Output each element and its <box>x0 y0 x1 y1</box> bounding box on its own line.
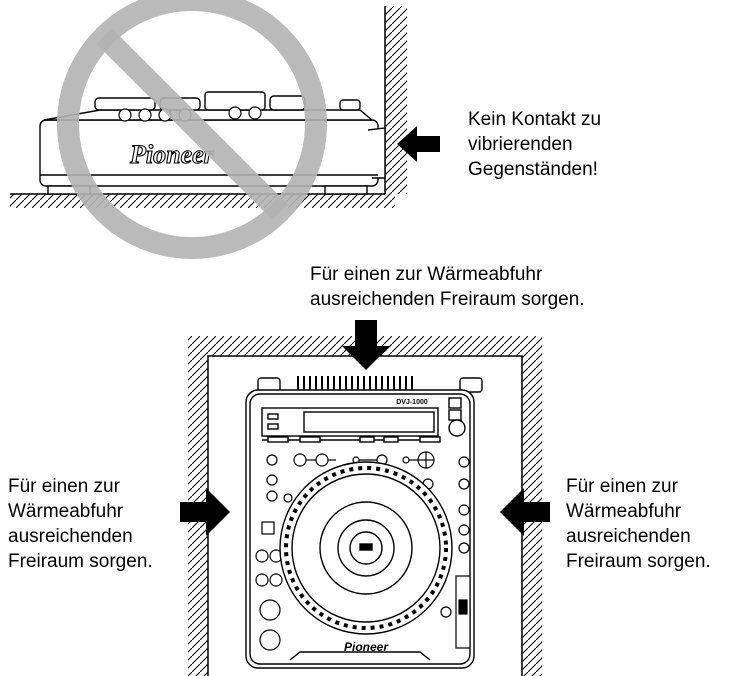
right-heat-arrow-icon <box>500 488 550 536</box>
right-clearance-caption: Für einen zur Wärmeabfuhr ausreichenden … <box>566 474 711 574</box>
contact-caption-line: Gegenständen! <box>468 159 598 180</box>
left-clearance-caption-line: ausreichenden <box>8 526 133 547</box>
top-view-illustration: DVJ-1000 <box>180 320 550 676</box>
wall-hatch <box>385 6 407 194</box>
side-view-illustration: Pioneer <box>10 0 440 259</box>
prohibition-icon <box>57 0 327 259</box>
floor-hatch <box>10 194 395 208</box>
contact-caption: Kein Kontakt zu vibrierenden Gegenstände… <box>468 107 601 182</box>
left-clearance-caption-line: Für einen zur <box>8 476 120 497</box>
left-clearance-caption-line: Freiraum sorgen. <box>8 551 153 572</box>
jog-wheel <box>279 461 453 635</box>
right-clearance-caption-line: Wärmeabfuhr <box>566 501 682 522</box>
right-clearance-caption-line: Für einen zur <box>566 476 678 497</box>
model-label: DVJ-1000 <box>396 399 428 406</box>
top-brand-logo: Pioneer <box>344 640 389 654</box>
right-clearance-caption-line: Freiraum sorgen. <box>566 551 711 572</box>
top-clearance-caption-line: ausreichenden Freiraum sorgen. <box>310 289 585 310</box>
left-clearance-caption: Für einen zur Wärmeabfuhr ausreichenden … <box>8 474 153 574</box>
contact-caption-line: vibrierenden <box>468 134 573 155</box>
contact-caption-line: Kein Kontakt zu <box>468 109 602 130</box>
top-heat-arrow-icon <box>342 320 390 370</box>
top-clearance-caption: Für einen zur Wärmeabfuhr ausreichenden … <box>310 262 585 312</box>
left-heat-arrow-icon <box>180 488 230 536</box>
right-clearance-caption-line: ausreichenden <box>566 526 691 547</box>
top-clearance-caption-line: Für einen zur Wärmeabfuhr <box>310 264 543 285</box>
left-clearance-caption-line: Wärmeabfuhr <box>8 501 124 522</box>
contact-arrow-icon <box>397 126 440 162</box>
side-brand-logo: Pioneer <box>129 140 215 169</box>
